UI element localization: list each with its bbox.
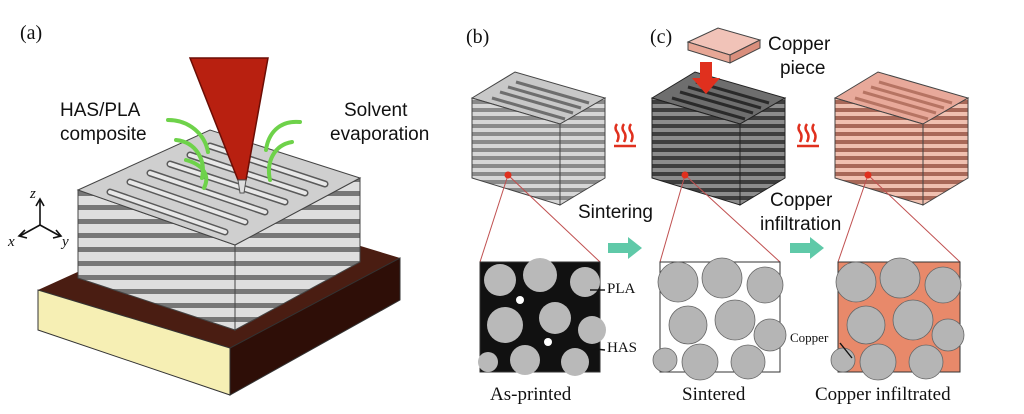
micrograph-as-printed xyxy=(478,258,606,376)
zoom-point xyxy=(504,171,512,179)
solvent-fume-icon xyxy=(166,118,302,190)
label-has: HAS xyxy=(607,340,638,356)
label-copper-piece-1: Copper xyxy=(768,34,831,55)
zoom-point xyxy=(681,171,689,179)
cube-copper-infiltrated xyxy=(833,71,970,206)
zoom-lines xyxy=(479,174,961,263)
label-step-copper-2: infiltration xyxy=(760,214,842,235)
panel-label-c: (c) xyxy=(650,26,673,48)
panel-label-b: (b) xyxy=(466,26,490,48)
caption-as-printed: As-printed xyxy=(490,384,572,405)
cube-sintered xyxy=(650,71,787,206)
label-pla: PLA xyxy=(607,281,636,297)
label-solvent-1: Solvent xyxy=(344,100,408,121)
label-step-sintering: Sintering xyxy=(578,202,653,223)
label-material-2: composite xyxy=(60,124,147,145)
caption-sintered: Sintered xyxy=(682,384,746,405)
panel-a-printer-scene xyxy=(17,57,401,396)
micrograph-copper-infiltrated xyxy=(830,257,965,381)
label-leaders xyxy=(574,289,853,359)
build-plate-side xyxy=(229,257,401,396)
down-arrow-icon xyxy=(692,62,720,94)
axis-label-z: z xyxy=(30,186,36,202)
axis-label-y: y xyxy=(62,234,69,250)
right-arrow-icon xyxy=(790,237,824,259)
axis-label-x: x xyxy=(8,234,15,250)
label-solvent-2: evaporation xyxy=(330,124,430,145)
panel-label-a: (a) xyxy=(20,22,43,44)
cube-as-printed xyxy=(470,71,607,206)
heat-icon xyxy=(614,123,636,148)
printed-block xyxy=(76,129,362,331)
right-arrow-icon xyxy=(608,237,642,259)
label-material-1: HAS/PLA xyxy=(60,100,141,121)
label-copper-piece-2: piece xyxy=(780,58,826,79)
zoom-point xyxy=(864,171,872,179)
label-copper-phase: Copper xyxy=(790,330,829,345)
heat-icon xyxy=(797,123,819,148)
micrograph-sintered xyxy=(652,257,787,381)
axis-triad-icon xyxy=(17,197,63,239)
caption-copper-infiltrated: Copper infiltrated xyxy=(815,384,951,405)
copper-piece xyxy=(686,27,762,64)
label-step-copper-1: Copper xyxy=(770,190,833,211)
